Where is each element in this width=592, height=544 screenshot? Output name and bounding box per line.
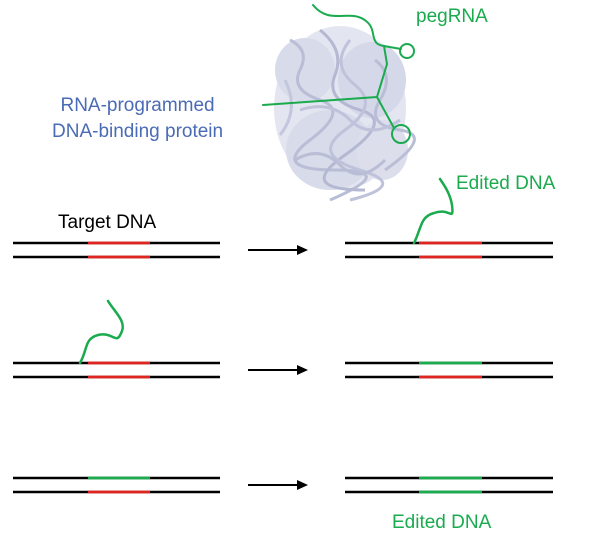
- dna-duplex-step2-before: [13, 299, 220, 379]
- arrow-step1: [248, 245, 308, 255]
- arrow-head-icon: [297, 245, 308, 255]
- arrow-step2: [248, 365, 308, 375]
- dna-duplex-step3-after: [345, 476, 553, 494]
- arrow-head-icon: [297, 480, 308, 490]
- protein-label-line2: DNA-binding protein: [52, 121, 224, 142]
- dna-duplex-step3-before: [13, 476, 220, 494]
- arrow-head-icon: [297, 365, 308, 375]
- edited-dna-label-top: Edited DNA: [456, 173, 556, 194]
- arrow-layer: [248, 245, 308, 490]
- dna-duplex-step1-after: [345, 177, 553, 259]
- pegrna-structure: [262, 4, 415, 144]
- dna-flap-original: [78, 299, 125, 365]
- target-dna-label: Target DNA: [58, 212, 157, 233]
- protein-structure: [274, 26, 416, 202]
- dna-flap-edited: [412, 177, 454, 245]
- dna-duplex-step1-before: [13, 241, 220, 259]
- edited-dna-label-bottom: Edited DNA: [392, 512, 492, 533]
- arrow-step3: [248, 480, 308, 490]
- pegrna-label: pegRNA: [416, 6, 488, 27]
- dna-diagram: [13, 177, 553, 494]
- protein-label-line1: RNA-programmed: [60, 95, 215, 116]
- protein-label: RNA-programmed DNA-binding protein: [52, 93, 223, 145]
- dna-duplex-step2-after: [345, 361, 553, 379]
